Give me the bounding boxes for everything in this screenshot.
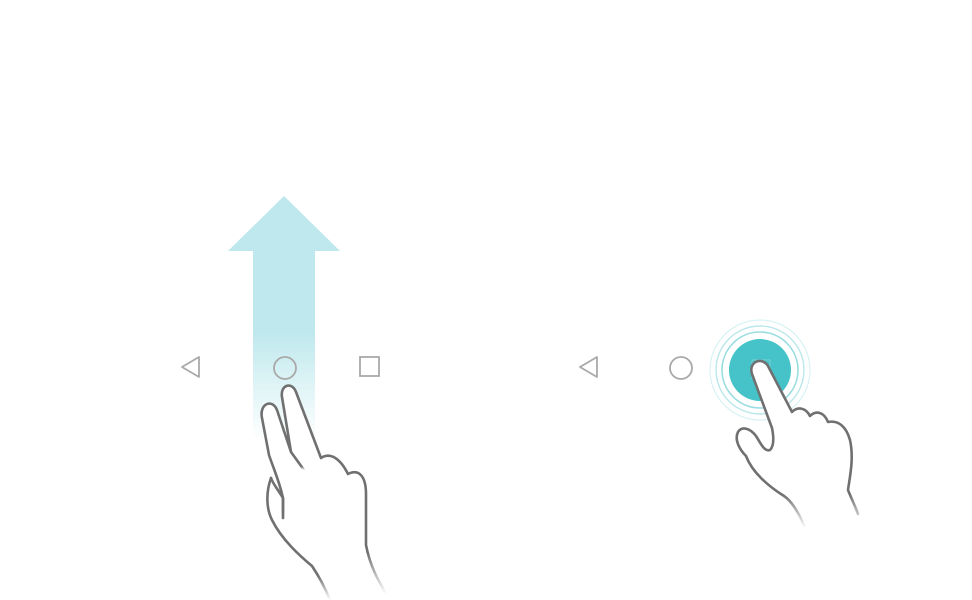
pointing-hand-icon <box>735 359 860 530</box>
back-icon[interactable] <box>181 356 200 378</box>
home-icon[interactable] <box>273 356 297 380</box>
swipe-up-arrow-icon <box>228 196 340 440</box>
two-finger-hand-icon <box>260 384 388 600</box>
nav-bar <box>181 356 380 380</box>
back-icon[interactable] <box>579 356 598 378</box>
recents-icon[interactable] <box>359 356 380 377</box>
home-icon[interactable] <box>669 356 693 380</box>
panel-swipe-up <box>181 196 388 600</box>
panel-tap <box>579 319 860 530</box>
